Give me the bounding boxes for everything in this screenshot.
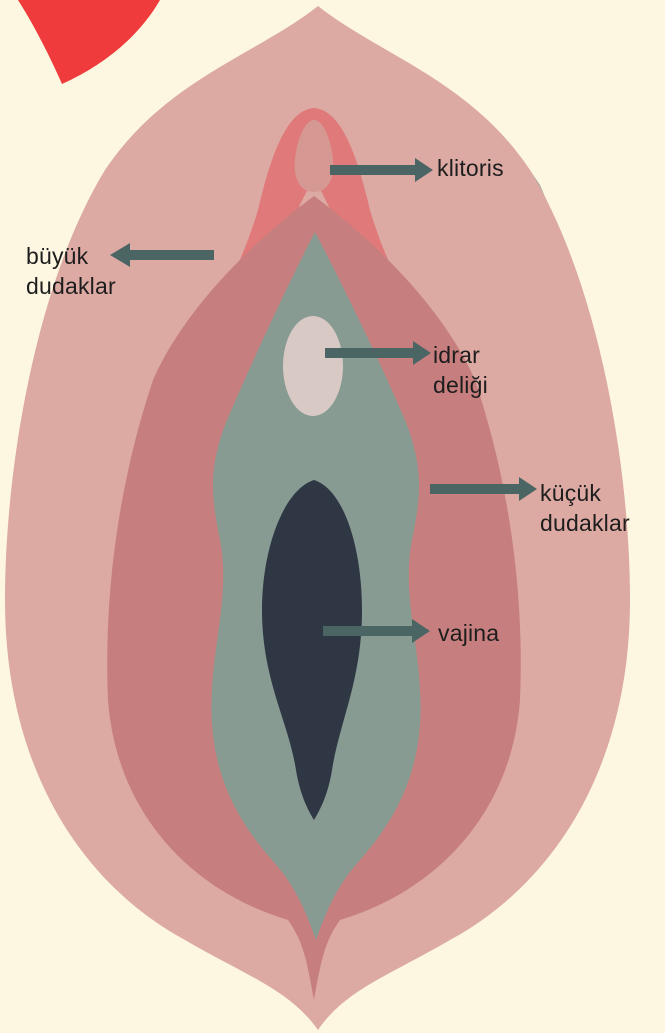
heart-badge-shape xyxy=(18,0,160,84)
label-buyuk-dudaklar: büyük dudaklar xyxy=(26,241,116,301)
label-idrar-line2: deliği xyxy=(433,370,488,400)
label-idrar-deligi: idrar deliği xyxy=(433,340,488,400)
label-klitoris: klitoris xyxy=(437,153,504,183)
label-idrar-line1: idrar xyxy=(433,340,488,370)
label-kucuk-line1: küçük xyxy=(540,478,630,508)
label-kucuk-dudaklar: küçük dudaklar xyxy=(540,478,630,538)
label-buyuk-line1: büyük xyxy=(26,241,116,271)
label-vajina: vajina xyxy=(438,618,499,648)
label-kucuk-line2: dudaklar xyxy=(540,508,630,538)
urethra-shape xyxy=(283,316,343,416)
label-buyuk-line2: dudaklar xyxy=(26,271,116,301)
label-klitoris-text: klitoris xyxy=(437,153,504,183)
label-vajina-text: vajina xyxy=(438,618,499,648)
